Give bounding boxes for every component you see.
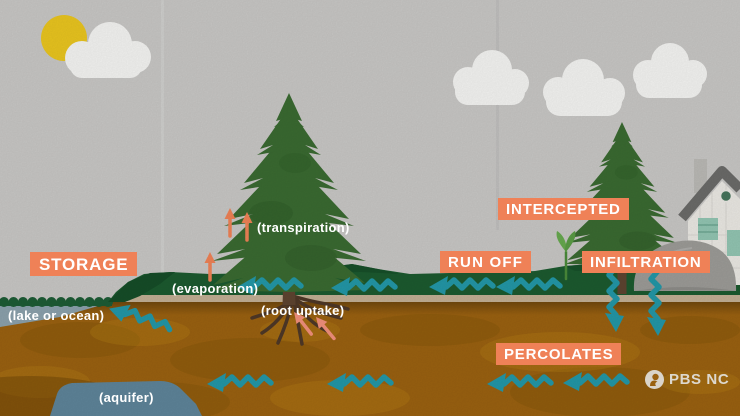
annotation-aquifer: (aquifer) bbox=[99, 390, 154, 405]
label-run-off: RUN OFF bbox=[440, 251, 532, 273]
pbs-logo: PBS NC bbox=[644, 369, 729, 390]
annotation-lake-or-ocean: (lake or ocean) bbox=[8, 308, 105, 323]
annotation-evaporation: (evaporation) bbox=[172, 281, 259, 296]
label-infiltration: INFILTRATION bbox=[582, 251, 710, 273]
pbs-logo-icon bbox=[645, 370, 664, 389]
annotation-root-uptake: (root uptake) bbox=[261, 303, 345, 318]
pbs-logo-text: PBS NC bbox=[669, 371, 730, 388]
label-intercepted: INTERCEPTED bbox=[498, 198, 629, 220]
label-percolates: PERCOLATES bbox=[496, 343, 622, 365]
label-storage: STORAGE bbox=[30, 252, 138, 276]
annotation-transpiration: (transpiration) bbox=[257, 220, 350, 235]
